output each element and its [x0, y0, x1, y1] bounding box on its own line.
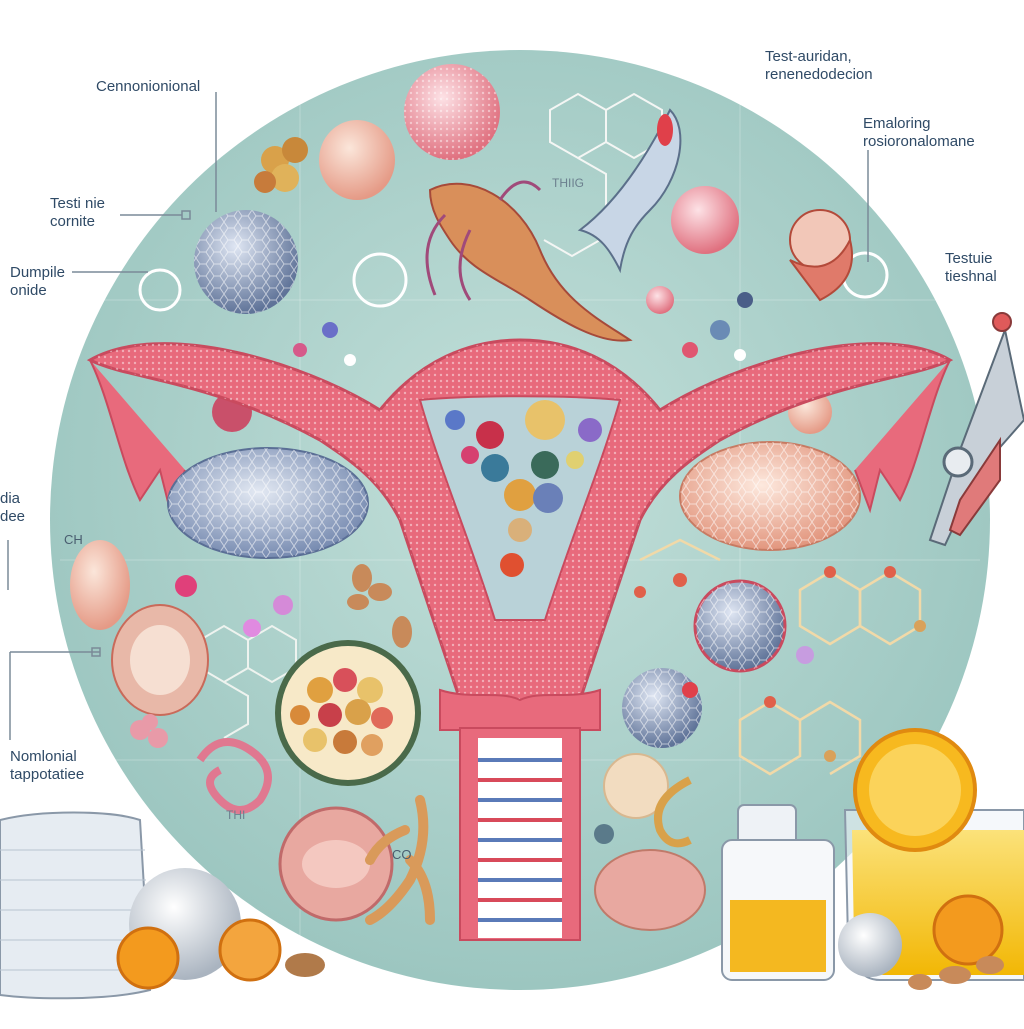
- cervix-canal: [439, 688, 601, 941]
- label-center-tag: THIIG: [552, 176, 584, 190]
- label-left-tag: THI: [226, 808, 246, 822]
- peach-cell: [319, 120, 395, 200]
- ring-left: [138, 268, 182, 312]
- loop-tissue: [196, 738, 272, 814]
- seed-bowl-contents: [290, 668, 393, 756]
- nuts-center: [347, 564, 412, 648]
- organ-cross-section-right: [594, 849, 706, 931]
- speculum-tool: [928, 312, 1024, 547]
- seahorse-illustration: [428, 182, 633, 342]
- grey-sphere-right: [838, 913, 902, 977]
- label-bottom-left: Nomlonial tappotatiee: [10, 748, 85, 783]
- ginseng-root: [365, 795, 435, 925]
- label-left-formula: CH: [64, 532, 83, 547]
- label-center-formula: CO: [392, 847, 412, 862]
- label-left-upper: Testi nie cornite: [50, 195, 106, 230]
- pink-cell-right: [671, 186, 739, 254]
- tissue-left: [70, 540, 130, 630]
- label-left-mid: Dumpile onide: [10, 264, 66, 299]
- label-right-mid: Testuie tieshnal: [945, 250, 997, 285]
- label-left-edge: dia dee: [0, 490, 26, 525]
- ring-center: [352, 252, 408, 308]
- cavity-cell-cluster: [445, 400, 602, 577]
- vessel-cluster-right: [789, 209, 853, 302]
- orange-half-mid: [218, 918, 282, 982]
- sperm-cell-illustration: [577, 108, 682, 274]
- orange-half-left: [116, 926, 180, 990]
- almond: [285, 953, 325, 977]
- supplement-disc: [603, 753, 669, 819]
- orange-slice-cup: [932, 894, 1004, 966]
- label-top-left: Cennonionional: [96, 78, 201, 95]
- leader-lines: [7, 92, 869, 740]
- label-top-right: Test-auridan, renenedodecion: [765, 48, 873, 83]
- nuts-bottom-right: [908, 956, 1004, 990]
- nut-cluster-top: [254, 137, 308, 193]
- cell-cluster-left: [130, 714, 168, 748]
- label-right-upper: Emaloring rosioronalomane: [863, 115, 975, 150]
- molecule-atoms: [175, 292, 926, 762]
- container-bottom-left: [0, 811, 152, 1000]
- root-fragment-right: [654, 776, 692, 848]
- supplement-bottle: [721, 804, 835, 981]
